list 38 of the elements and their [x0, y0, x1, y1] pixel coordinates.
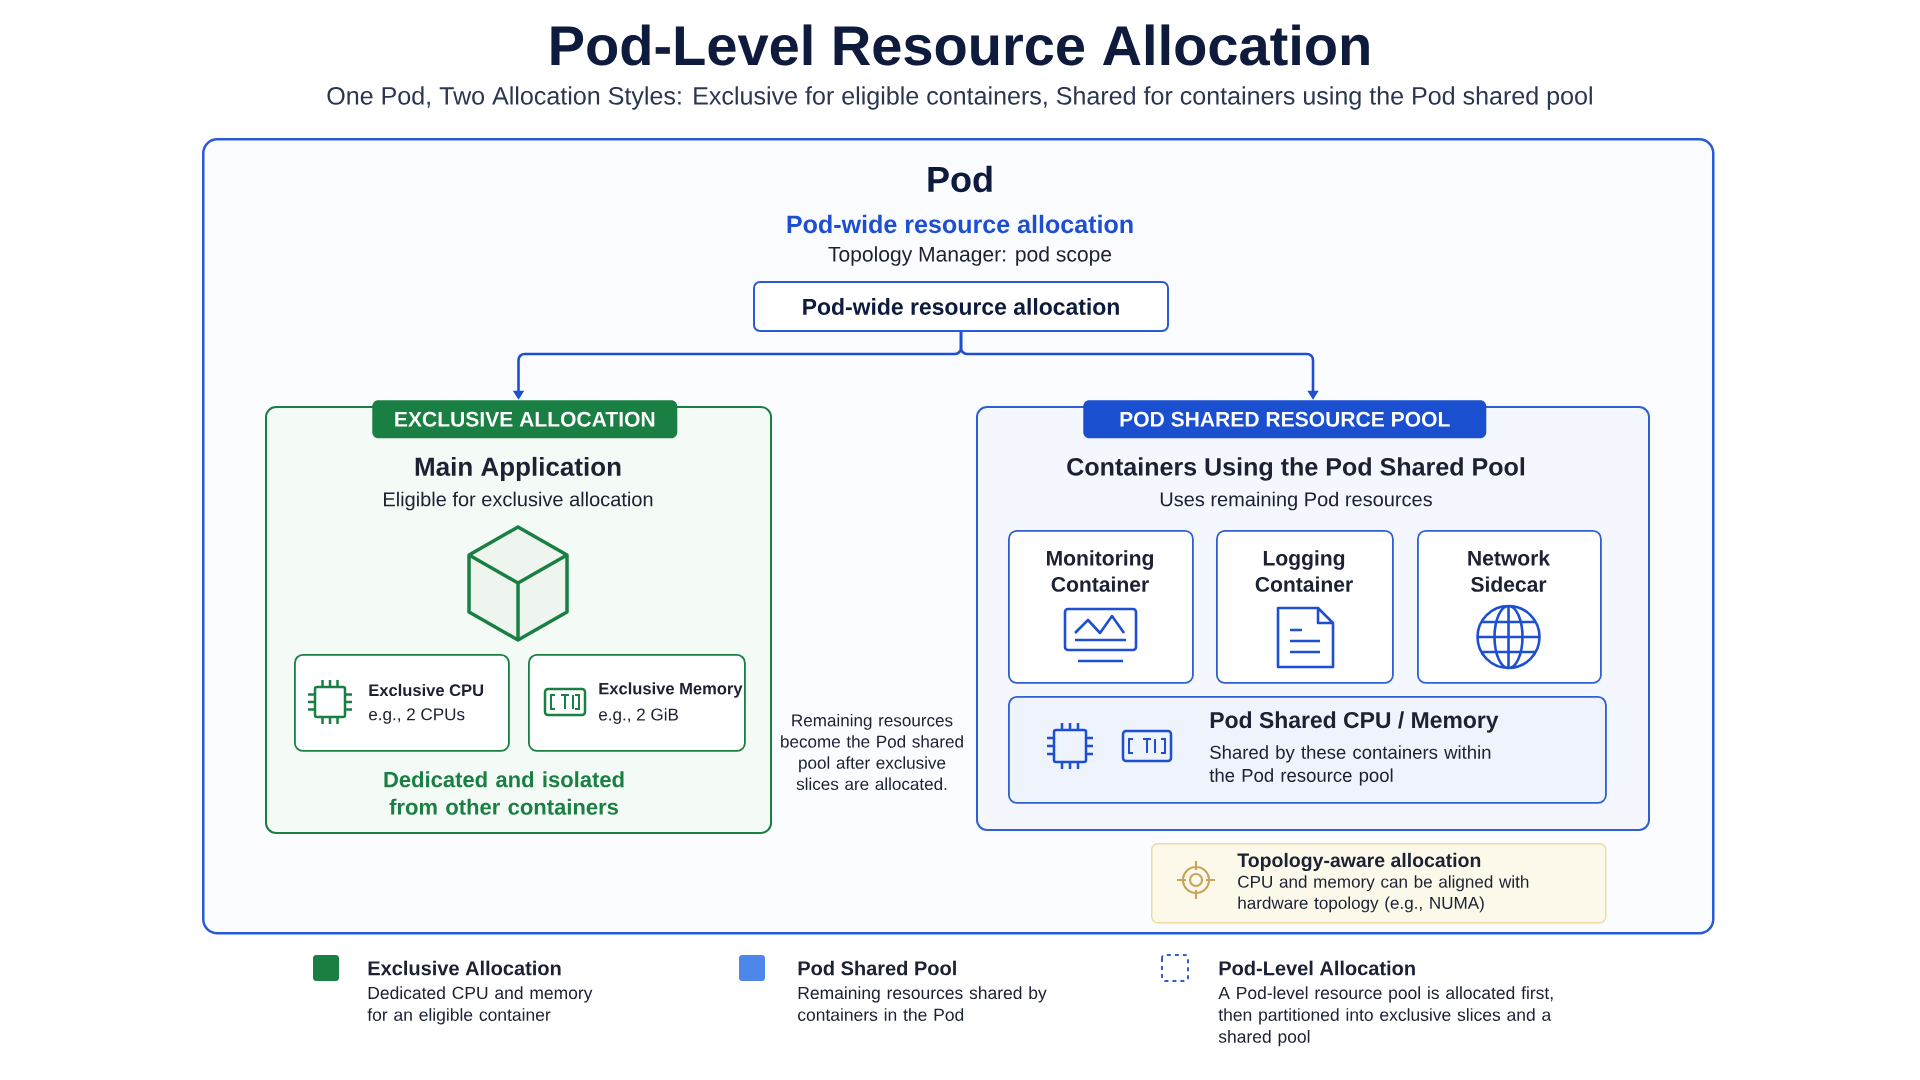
panel-heading: Containers Using the Pod Shared Pool [1067, 457, 1525, 481]
resource-box [528, 654, 746, 752]
subtitle: One Pod, Two Allocation Styles: Exclusive for eligible containers, Shared for containers using the Pod shared pool [327, 86, 1592, 110]
scope-text: Topology Manager: pod scope [828, 246, 1112, 266]
container-name: Monitoring Container [1047, 550, 1153, 592]
note-box [1151, 843, 1607, 924]
legend-description: Remaining resources shared by containers in the Pod [798, 986, 1047, 1021]
note-text: Remaining resources become the Pod shared pool after exclusive slices are allocated. [781, 713, 963, 791]
title: Pod-Level Resource Allocation [551, 24, 1369, 66]
resource-name: Exclusive Memory [599, 682, 743, 698]
legend-label: Pod Shared Pool [798, 960, 956, 976]
pod-heading: Pod [928, 165, 992, 193]
note-text: CPU and memory can be aligned with hardware topology (e.g., NUMA) [1238, 875, 1529, 913]
panel-heading: Main Application [415, 456, 621, 482]
panel-subtitle: Eligible for exclusive allocation [384, 491, 653, 511]
legend-label: Exclusive Allocation [368, 960, 561, 976]
resource-box [294, 654, 510, 752]
panel-subtitle: Uses remaining Pod resources [1160, 491, 1432, 511]
section-badge: POD SHARED RESOURCE POOL [1083, 400, 1487, 439]
container-box [1216, 530, 1394, 684]
container-box [1417, 530, 1602, 684]
legend-description: A Pod-level resource pool is allocated first, then partitioned into exclusive slices and a shared pool [1218, 986, 1553, 1047]
section-badge: EXCLUSIVE ALLOCATION [372, 400, 678, 439]
note-heading: Topology-aware allocation [1237, 852, 1481, 872]
subheading: Pod-wide resource allocation [787, 214, 1133, 234]
resource-value: e.g., 2 GiB [599, 708, 678, 724]
container-box [1008, 530, 1194, 684]
resource-name: Exclusive CPU [369, 683, 484, 697]
legend-label: Pod-Level Allocation [1219, 960, 1415, 976]
resource-value: e.g., 2 CPUs [369, 708, 465, 724]
legend-description: Dedicated CPU and memory for an eligible container [367, 986, 593, 1025]
resource-name: Pod Shared CPU / Memory [1210, 711, 1499, 733]
shared-resource-box [1008, 696, 1607, 804]
panel-note: Dedicated and isolated from other containers [384, 771, 624, 815]
container-name: Logging Container [1255, 550, 1353, 592]
process-box: Pod-wide resource allocation [753, 281, 1169, 332]
container-name: Network Sidecar [1468, 550, 1551, 592]
resource-description: Shared by these containers within the Pod resource pool [1209, 745, 1491, 786]
